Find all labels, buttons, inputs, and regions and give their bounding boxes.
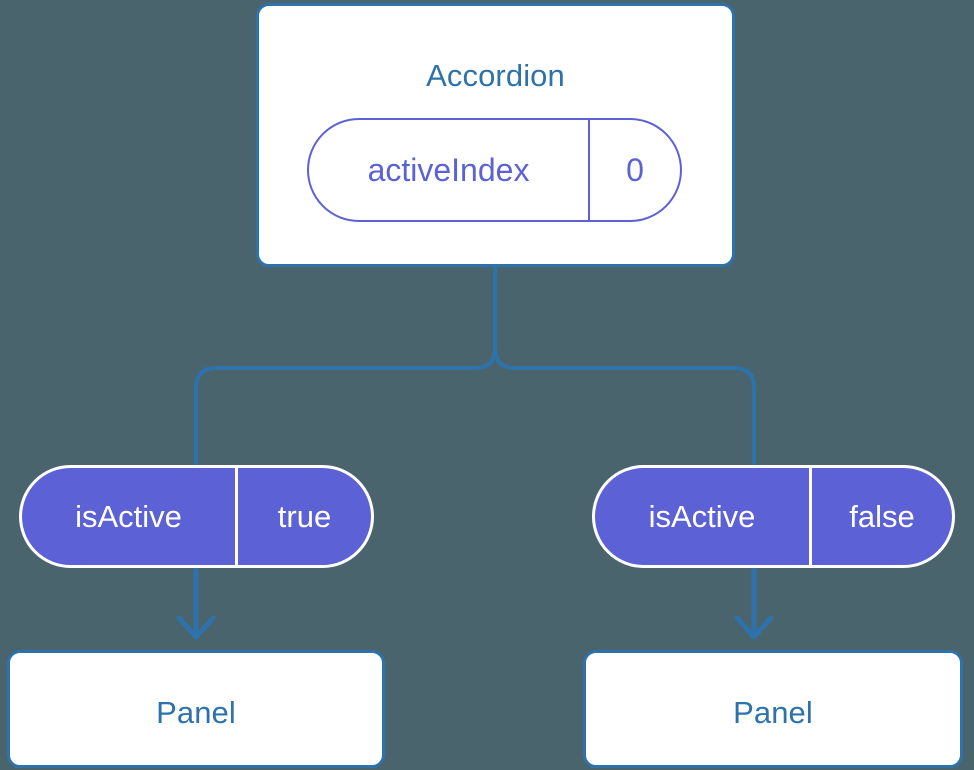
prop-pill-is-active-true[interactable]: isActive true	[19, 465, 374, 568]
prop-pill-active-index[interactable]: activeIndex 0	[307, 118, 682, 222]
prop-pill-key: isActive	[75, 498, 182, 534]
tree-connector-path	[493, 265, 756, 467]
prop-pill-value: 0	[588, 120, 680, 220]
tree-connector-path	[194, 265, 497, 467]
accordion-card-title: Accordion	[426, 58, 565, 93]
arrow-down-icon	[176, 567, 216, 640]
prop-pill-value: true	[235, 468, 371, 565]
panel-card-title: Panel	[156, 695, 236, 730]
prop-pill-is-active-false[interactable]: isActive false	[592, 465, 955, 568]
panel-card-title: Panel	[733, 695, 813, 730]
prop-pill-key: isActive	[648, 498, 756, 534]
prop-pill-value: false	[809, 468, 952, 565]
panel-component-card-left[interactable]: Panel	[7, 650, 385, 768]
arrow-down-icon	[734, 567, 774, 640]
prop-pill-key: activeIndex	[367, 151, 530, 188]
panel-component-card-right[interactable]: Panel	[583, 650, 963, 768]
